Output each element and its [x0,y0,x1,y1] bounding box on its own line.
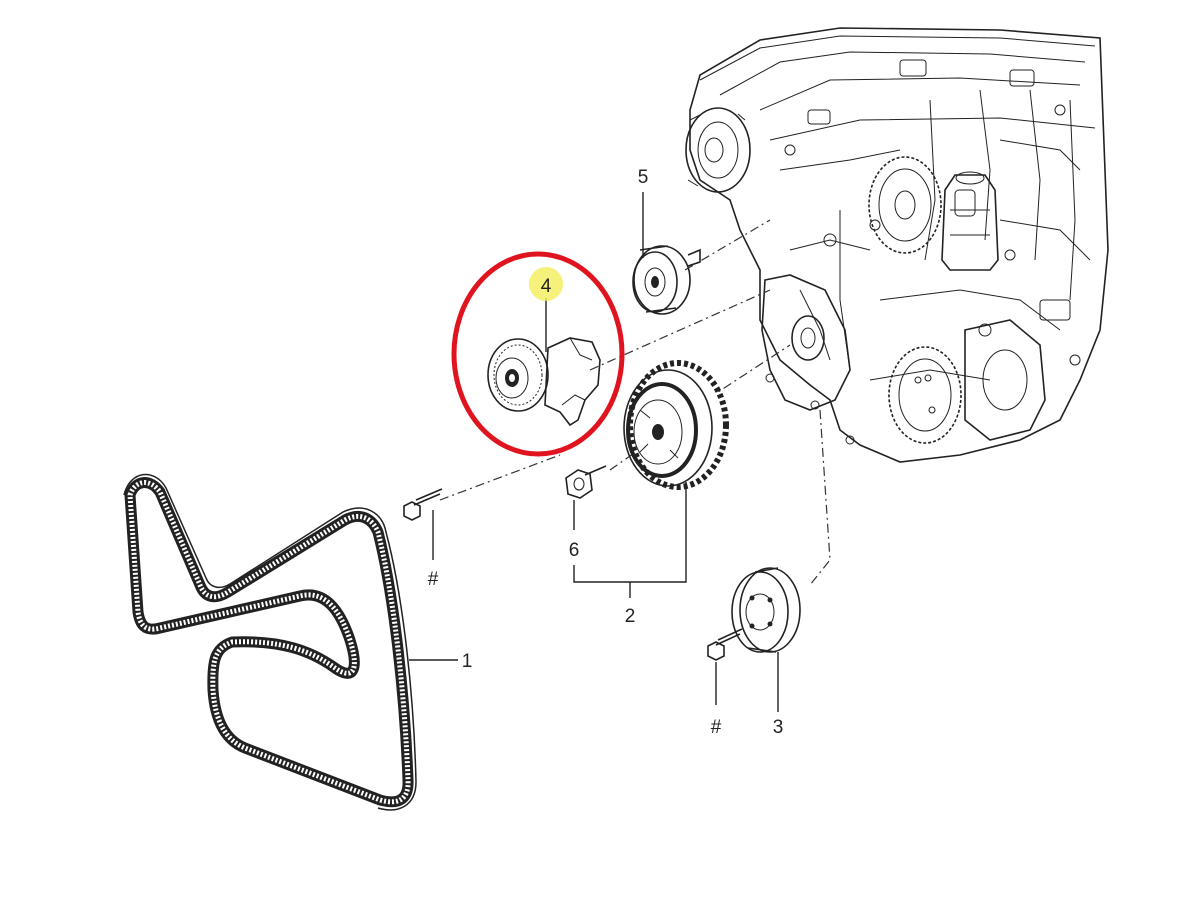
callout-5: 5 [638,167,649,188]
callout-hash-right: # [711,717,722,738]
callout-2: 2 [625,606,636,627]
leader-lines [409,192,779,712]
callout-hash-left: # [428,569,439,590]
callout-1: 1 [462,651,473,672]
bolt-6 [565,465,607,499]
highlight-circle [451,251,625,457]
highlight [451,251,625,457]
callout-4: 4 [541,276,552,297]
bolt-hash-left [403,488,443,521]
highlight-marker [529,267,563,301]
pulley-3 [731,567,801,653]
bolt-hash-right [707,628,743,661]
serpentine-belt [123,473,417,811]
engine-block [685,27,1109,463]
callout-3: 3 [773,717,784,738]
tensioner [487,337,601,427]
callout-6: 6 [569,540,580,561]
crankshaft-pulley [623,360,729,490]
idler-pulley [632,245,701,315]
callout-labels: 5 4 1 6 2 # # 3 [428,167,784,738]
